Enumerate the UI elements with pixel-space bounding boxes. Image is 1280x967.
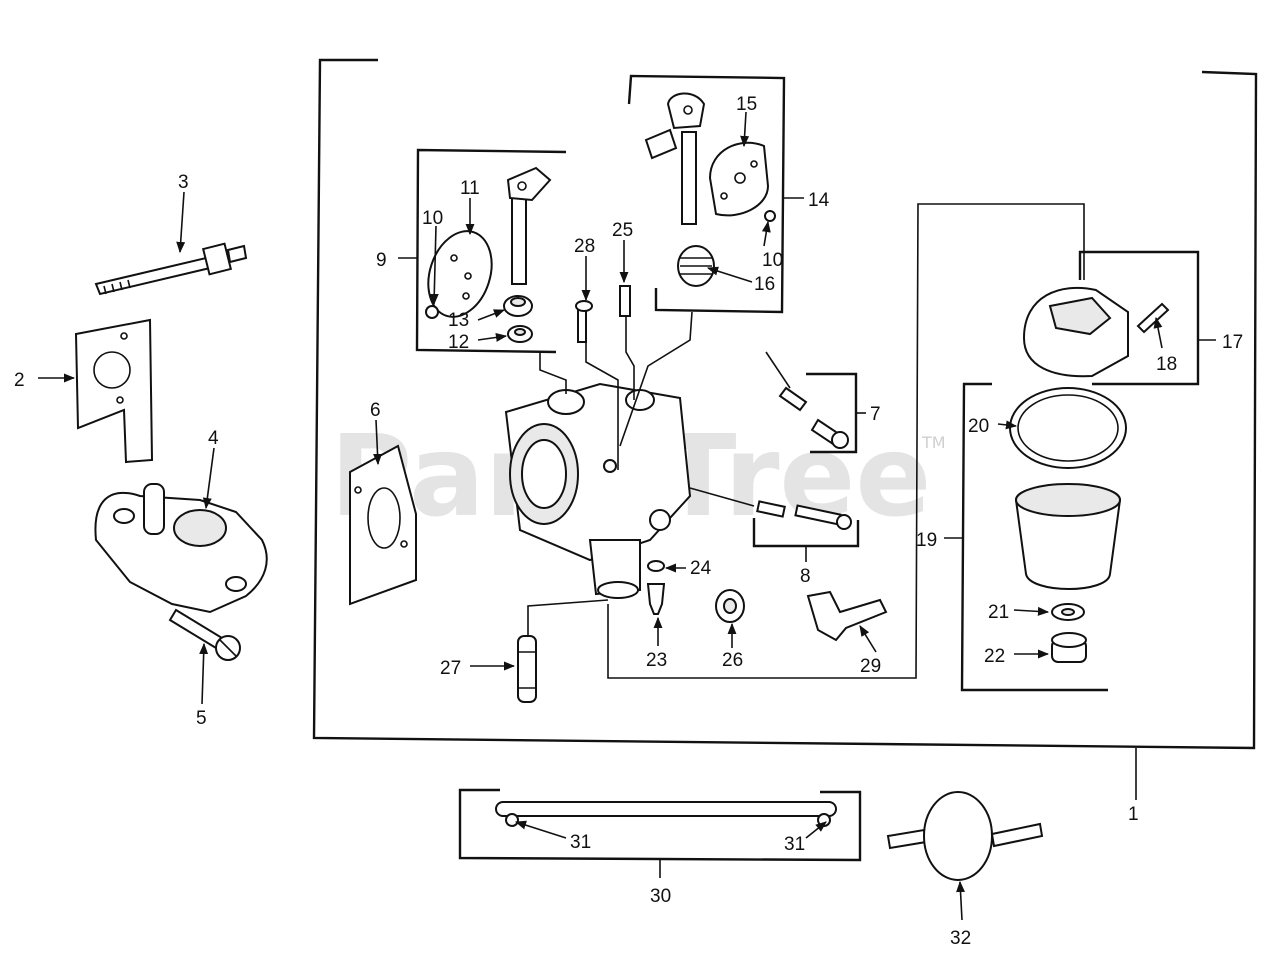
part-21-washer <box>1051 603 1085 621</box>
carburetor-body <box>504 382 692 599</box>
part-2-gasket <box>74 318 154 464</box>
part-26-seat <box>715 589 745 623</box>
callout-15: 15 <box>736 94 757 115</box>
callout-31-left: 31 <box>570 832 591 853</box>
bowl-connection-line <box>607 203 1085 679</box>
bracket-30 <box>458 788 862 862</box>
watermark-tm: TM <box>921 433 946 452</box>
callout-6: 6 <box>370 400 381 421</box>
callout-22: 22 <box>984 646 1005 667</box>
part-24-clip <box>647 560 665 572</box>
part-3-stud <box>94 242 248 296</box>
callout-31-right: 31 <box>784 834 805 855</box>
callout-27: 27 <box>440 658 461 679</box>
callout-10-right: 10 <box>762 250 783 271</box>
part-6-gasket <box>349 444 417 606</box>
callout-14: 14 <box>808 190 830 211</box>
callout-17: 17 <box>1222 332 1243 353</box>
part-32-fuel-filter <box>886 791 1044 881</box>
bracket-9 <box>398 148 567 354</box>
alignment-lines <box>527 311 791 636</box>
part-20-gasket <box>1009 387 1127 469</box>
callout-20: 20 <box>968 416 989 437</box>
part-16-spring <box>677 245 715 287</box>
callout-16: 16 <box>754 274 775 295</box>
callout-23: 23 <box>646 650 667 671</box>
callout-18: 18 <box>1156 354 1177 375</box>
callout-32: 32 <box>950 928 971 949</box>
callout-12: 12 <box>448 332 469 353</box>
callout-19: 19 <box>916 530 937 551</box>
callout-13: 13 <box>448 310 469 331</box>
callout-9: 9 <box>376 250 387 271</box>
callout-10-left: 10 <box>422 208 443 229</box>
part-13-bushing <box>503 295 533 317</box>
part-15-choke-plate <box>708 141 770 217</box>
bracket-17 <box>1078 250 1200 386</box>
callout-8: 8 <box>800 566 811 587</box>
part-17-float <box>1022 286 1129 378</box>
throttle-shaft <box>506 166 552 285</box>
part-12-washer <box>507 325 533 343</box>
callout-5: 5 <box>196 708 207 729</box>
part-19-bowl <box>1014 483 1122 590</box>
part-5-screw <box>168 608 241 661</box>
part-23-needle <box>646 583 666 615</box>
bracket-14 <box>627 74 804 314</box>
part-27-tube <box>517 635 537 703</box>
part-10-screw-left <box>425 305 439 319</box>
part-28-screw <box>575 300 593 343</box>
callout-25: 25 <box>612 220 633 241</box>
part-4-intake-elbow <box>94 483 268 614</box>
callout-28: 28 <box>574 236 595 257</box>
callout-labels: 1 2 3 4 5 6 7 8 9 10 10 11 12 13 14 15 1… <box>14 94 1243 949</box>
main-assembly-bracket <box>312 58 1258 800</box>
callout-1: 1 <box>1128 804 1139 825</box>
callout-29: 29 <box>860 656 881 677</box>
part-30-fuel-line <box>495 801 837 827</box>
callout-26: 26 <box>722 650 743 671</box>
part-18-pin <box>1136 302 1170 334</box>
callout-11: 11 <box>460 178 480 199</box>
callout-3: 3 <box>178 172 189 193</box>
bracket-19 <box>960 382 1108 692</box>
part-10-screw-right <box>764 210 776 222</box>
part-8-mixture-screw <box>756 500 852 530</box>
part-11-throttle-plate <box>427 230 493 318</box>
choke-shaft <box>644 92 706 225</box>
part-29-fitting <box>806 590 888 642</box>
part-7-idle-screw <box>778 386 849 449</box>
part-22-bolt <box>1051 632 1087 663</box>
callout-2: 2 <box>14 370 25 391</box>
callout-4: 4 <box>208 428 219 449</box>
callout-21: 21 <box>988 602 1009 623</box>
callout-7: 7 <box>870 404 881 425</box>
callout-24: 24 <box>690 558 712 579</box>
part-25-screw <box>619 285 631 317</box>
callout-leaders <box>38 111 1163 921</box>
callout-30: 30 <box>650 886 671 907</box>
